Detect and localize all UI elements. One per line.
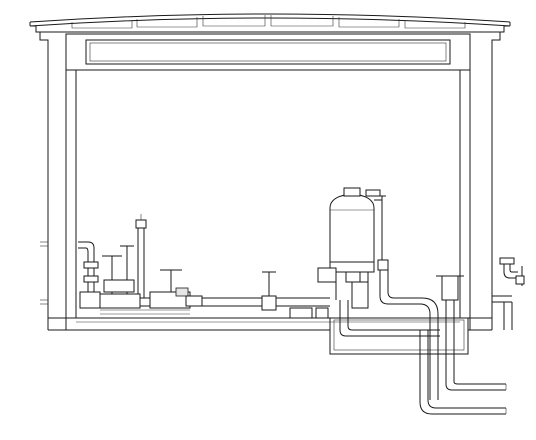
right-wall [459, 34, 493, 330]
outlet-pipes [419, 275, 507, 415]
pressure-vessel [317, 187, 440, 400]
external-pipe-right [492, 257, 525, 330]
ceiling-beam [65, 33, 471, 71]
left-wall [40, 34, 77, 330]
pump-units [78, 214, 203, 315]
roof [29, 13, 511, 48]
pump-pit [329, 317, 469, 355]
roof-skylight-panels [71, 15, 466, 29]
